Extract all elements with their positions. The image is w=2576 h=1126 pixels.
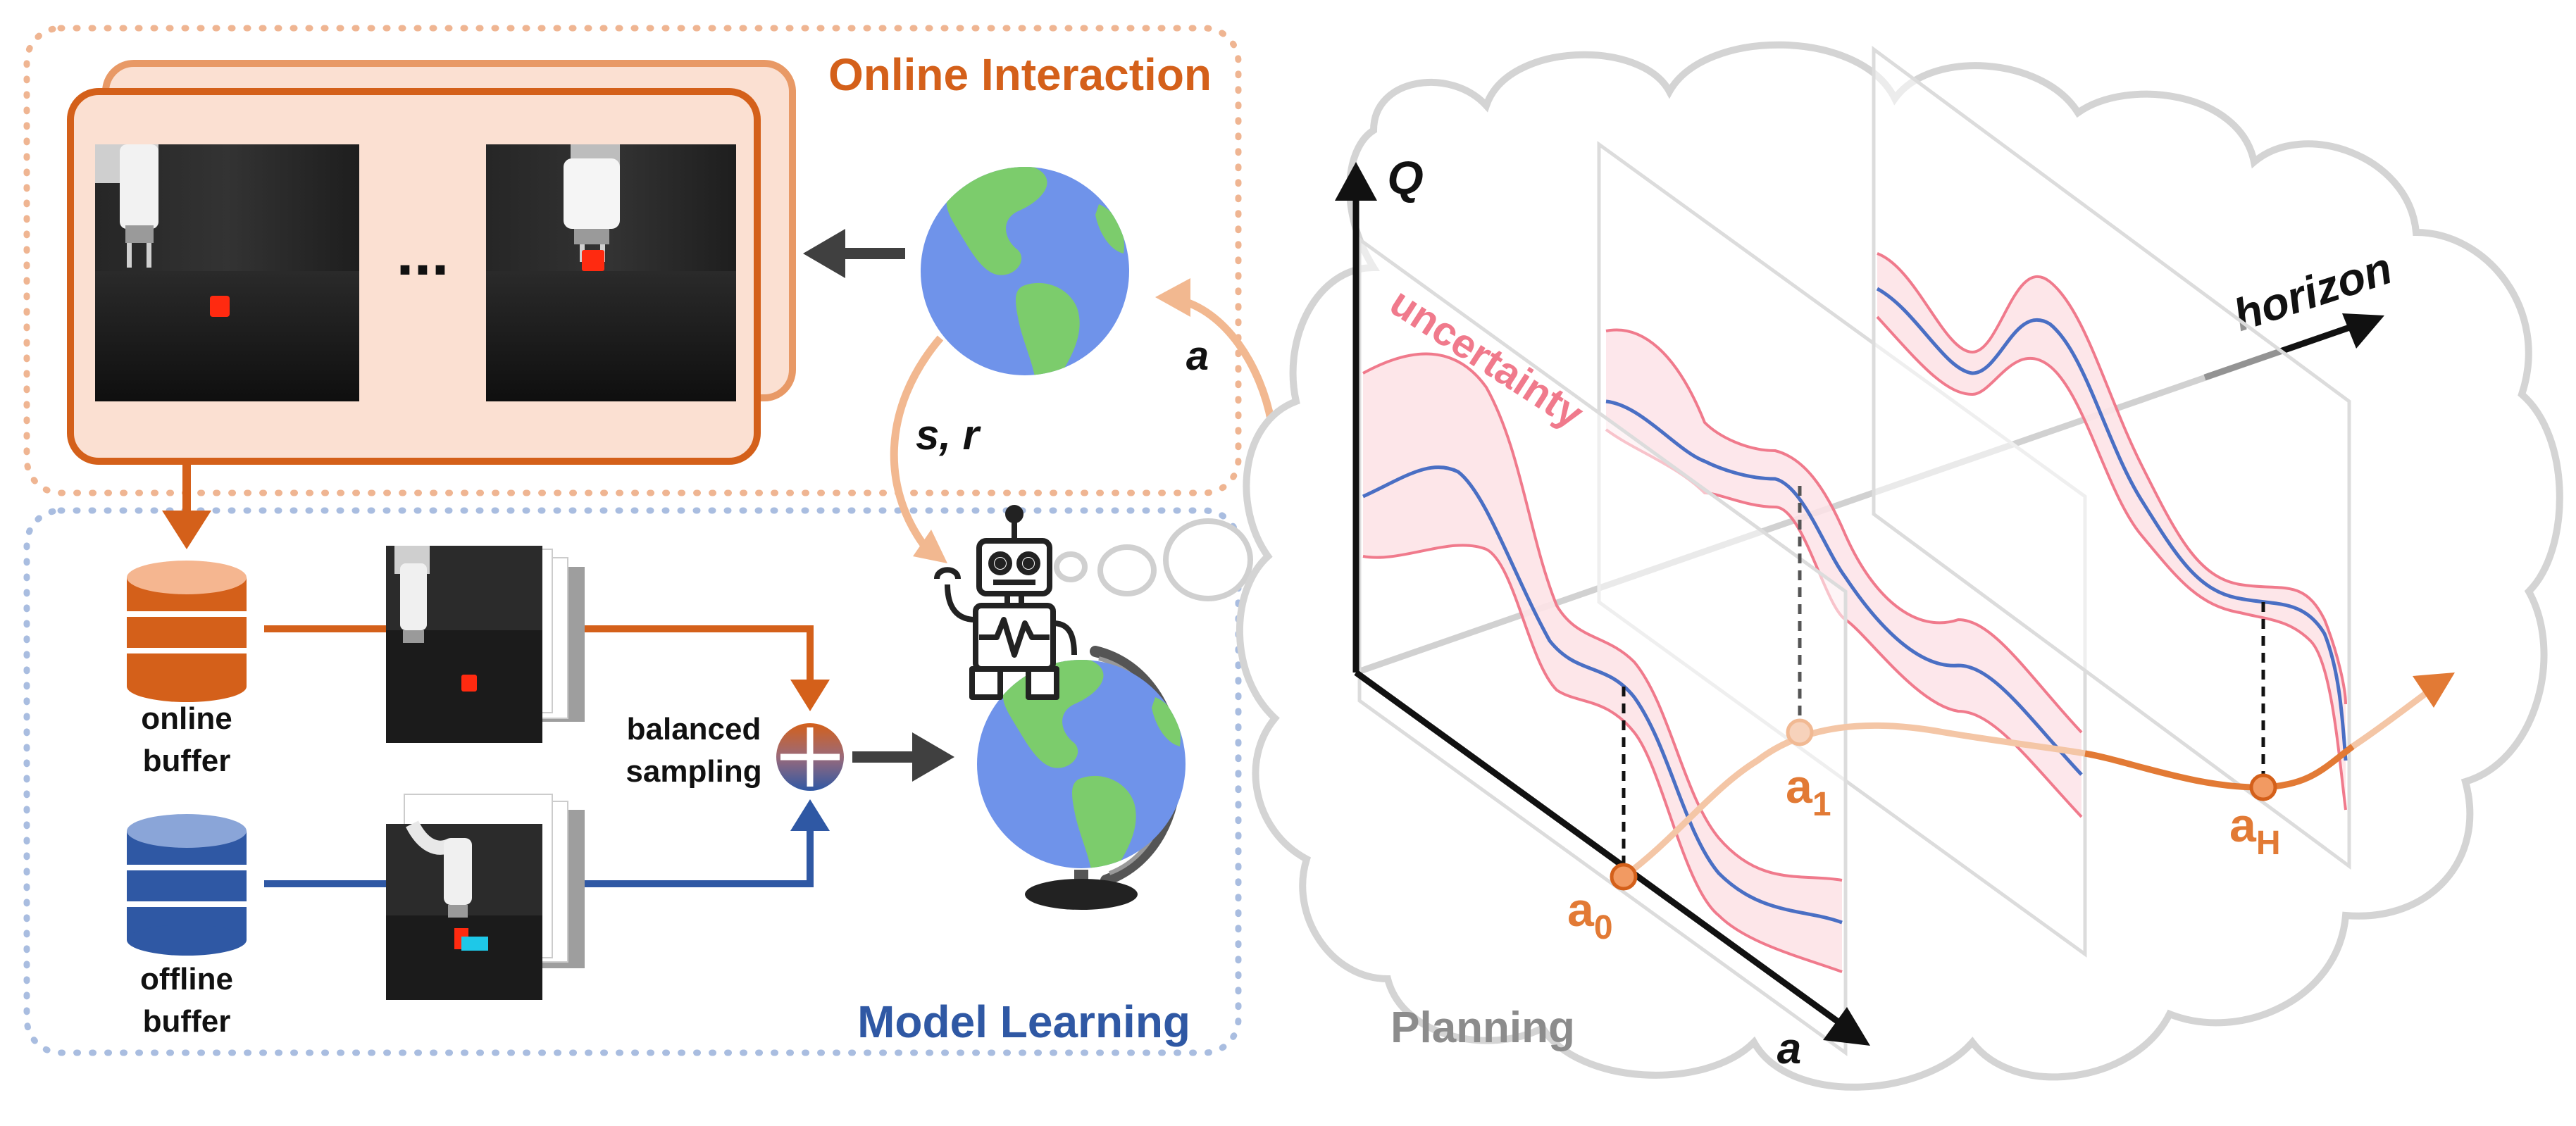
state-reward-arrow	[890, 335, 944, 556]
model-learning-title: Model Learning	[857, 996, 1190, 1047]
robot-start-frame	[95, 144, 359, 401]
planning-title: Planning	[1390, 1003, 1575, 1052]
plane-a1-curves	[1605, 328, 2083, 818]
offline-sample-arrowhead	[790, 799, 830, 831]
online-image-stack	[386, 546, 585, 743]
plane-aH-curves	[1876, 252, 2348, 811]
axis-q-label: Q	[1387, 151, 1423, 204]
axis-a-label: a	[1777, 1025, 1801, 1073]
action-label-a1: a1	[1786, 760, 1831, 823]
desk-globe-icon	[977, 646, 1186, 910]
online-interaction-panel: Online Interaction ...	[23, 25, 1242, 496]
offline-buffer-label-line1: offline	[140, 962, 233, 996]
action-label: a	[1186, 333, 1209, 379]
sum-icon	[776, 723, 844, 791]
action-label-a0: a0	[1567, 883, 1613, 946]
online-sample-arrowhead	[790, 680, 830, 711]
action-arrow	[1175, 295, 1276, 424]
earth-globe-icon	[921, 167, 1129, 375]
sampling-to-model-arrow	[852, 732, 954, 782]
q-axis: Q	[1335, 151, 1424, 673]
balanced-sampling-label-line1: balanced	[627, 712, 761, 746]
robot-grasp-frame	[486, 144, 736, 401]
frames-to-buffer-arrow	[162, 461, 211, 549]
robot-icon	[934, 505, 1077, 700]
thought-bubbles-icon	[1054, 518, 1253, 601]
action-labels: a0 a1 aH	[1567, 760, 2281, 946]
action-label-aH: aH	[2229, 799, 2281, 862]
action-point-a0	[1610, 863, 1638, 891]
offline-image-stack	[386, 794, 585, 1000]
online-buffer-database-icon	[127, 561, 247, 702]
balanced-sampling-label-line2: sampling	[626, 754, 761, 789]
online-buffer-label-line1: online	[141, 701, 232, 736]
offline-buffer-label-line2: buffer	[143, 1004, 231, 1039]
a-axis: a	[1354, 670, 1870, 1073]
env-to-frames-arrow	[803, 229, 905, 278]
online-interaction-title: Online Interaction	[828, 49, 1212, 100]
offline-buffer-database-icon	[127, 814, 247, 956]
action-arrowhead	[1155, 278, 1190, 317]
frames-ellipsis: ...	[396, 218, 449, 289]
action-point-aH	[2249, 773, 2277, 801]
state-reward-label: s, r	[916, 411, 982, 458]
model-learning-panel: Model Learning online buffer offline buf…	[23, 461, 1253, 1056]
action-drop-lines	[1622, 486, 2265, 877]
online-buffer-label-line2: buffer	[143, 744, 231, 778]
state-reward-arrowhead	[913, 530, 947, 563]
action-trajectory	[1610, 673, 2455, 891]
action-point-a1	[1786, 718, 1814, 746]
